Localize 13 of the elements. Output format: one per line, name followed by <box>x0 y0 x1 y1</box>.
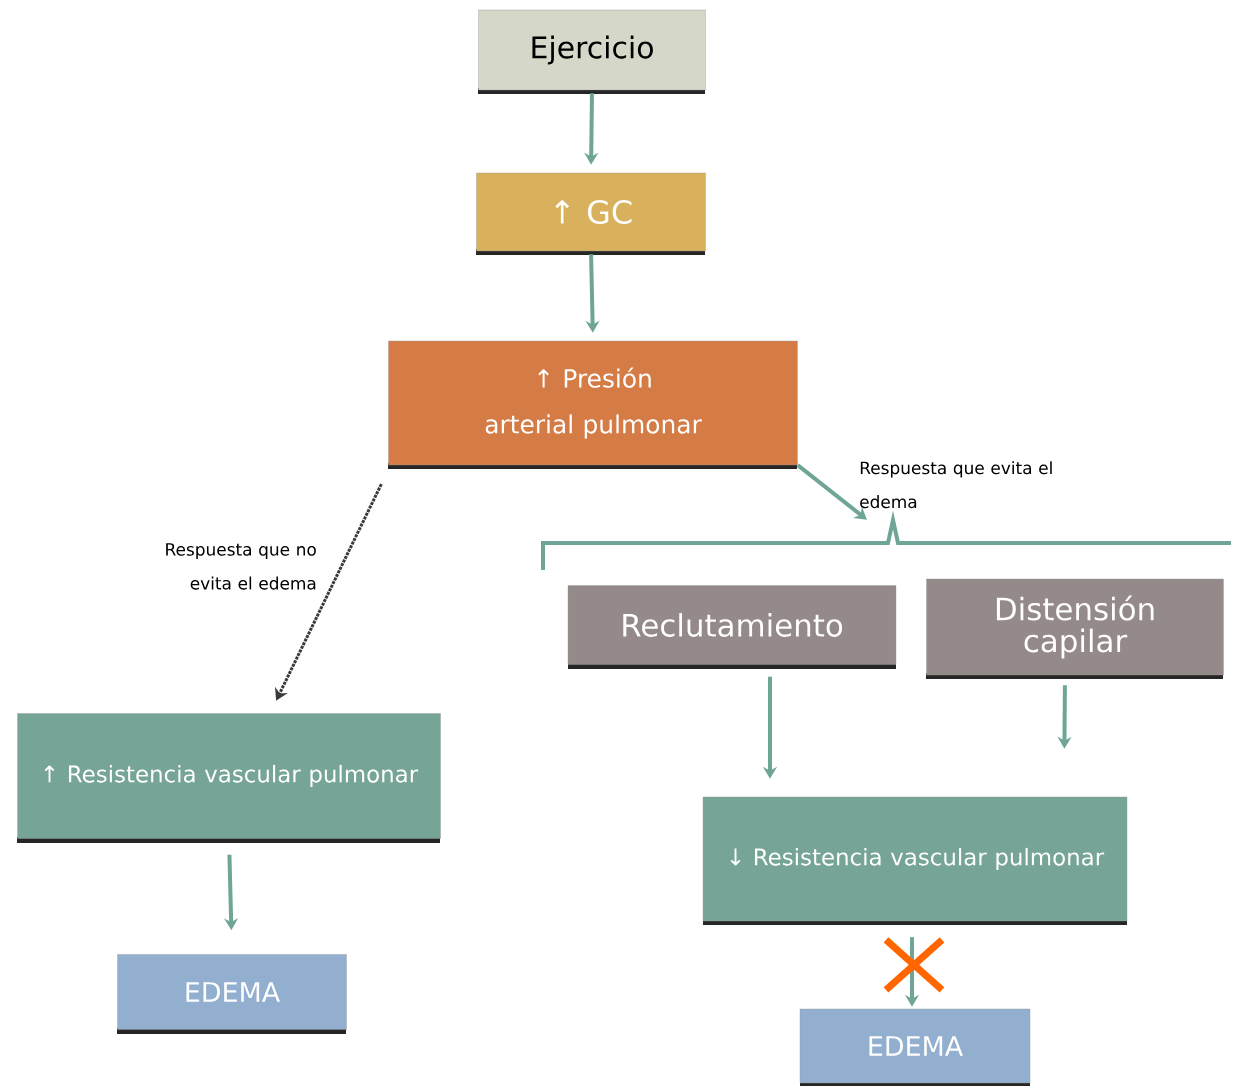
process-box: ↓ Resistencia vascular pulmonar <box>702 796 1128 925</box>
process-box: ↑ GC <box>476 172 706 255</box>
process-box: EDEMA <box>117 954 347 1034</box>
bracket <box>541 510 1231 570</box>
process-box: Distensión capilar <box>926 578 1224 679</box>
arrow <box>796 463 867 520</box>
process-box: Ejercicio <box>478 9 706 94</box>
process-box: ↑ Presión arterial pulmonar <box>388 340 798 469</box>
process-box: EDEMA <box>799 1008 1031 1086</box>
process-box: Reclutamiento <box>567 585 897 669</box>
edge-label: Respuesta que no evita el edema <box>166 543 316 590</box>
process-box: ↑ Resistencia vascular pulmonar <box>17 713 441 843</box>
edge-label: Respuesta que evita el edema <box>860 461 1052 509</box>
